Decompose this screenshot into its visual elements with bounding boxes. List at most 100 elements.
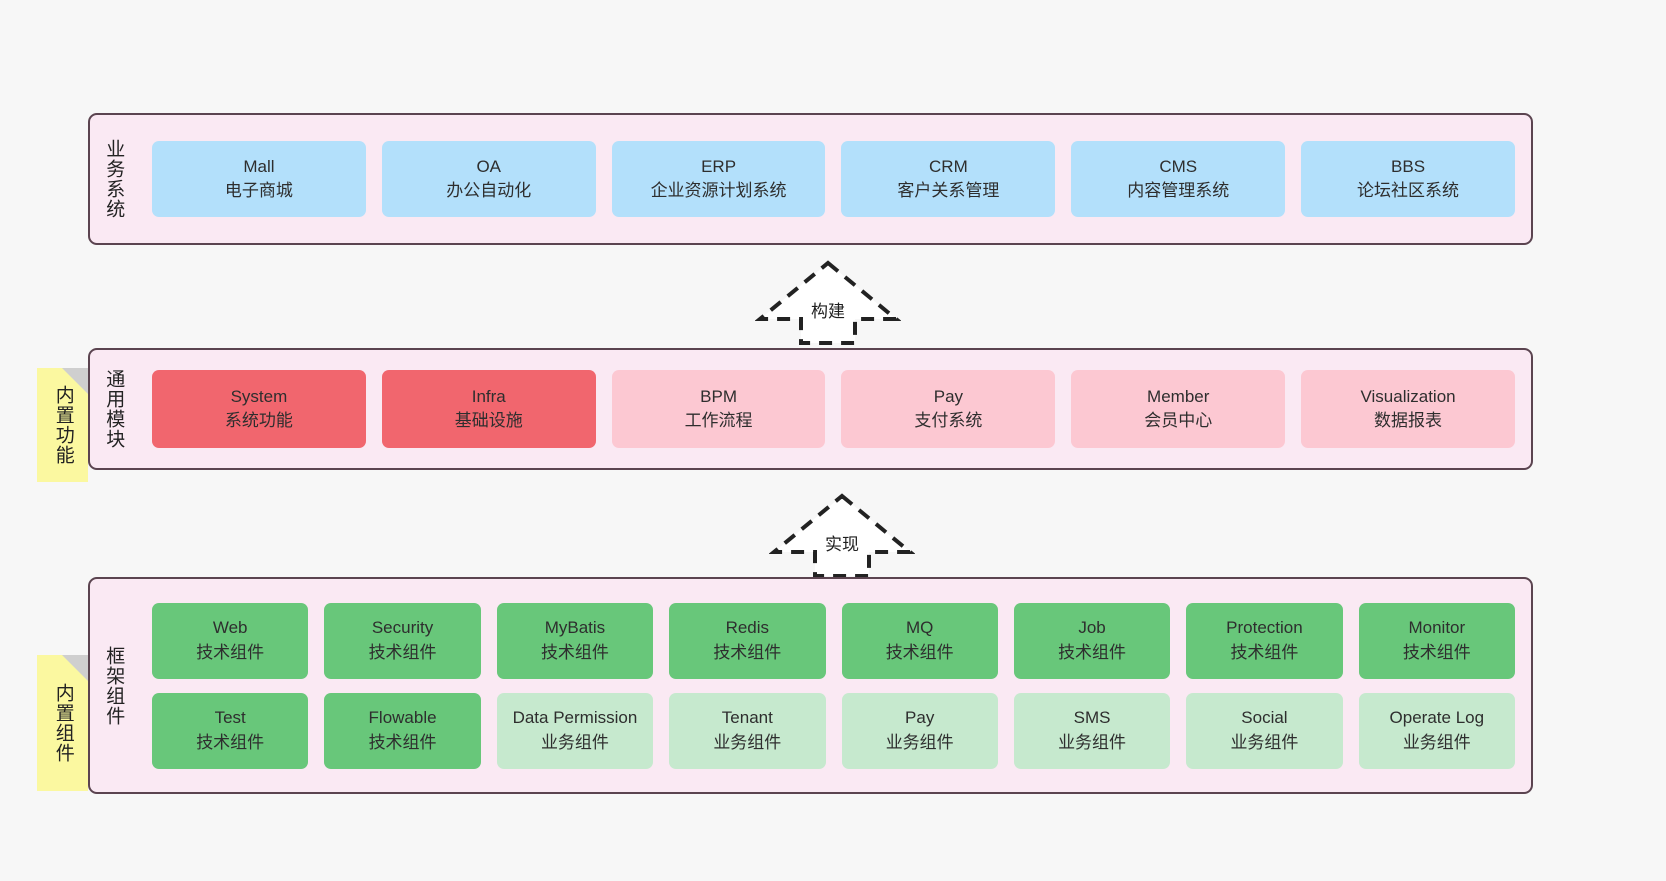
- card-subtitle: 技术组件: [540, 642, 609, 662]
- card-subtitle: 办公自动化: [446, 181, 532, 200]
- card-redis[interactable]: Redis 技术组件: [669, 602, 826, 679]
- card-cms[interactable]: CMS 内容管理系统: [1071, 141, 1286, 217]
- card-subtitle: 业务组件: [1402, 732, 1471, 752]
- layer-framework-component: 框架组件 Web 技术组件 Security 技术组件 MyBatis 技术组件…: [88, 577, 1533, 794]
- card-subtitle: 论坛社区系统: [1357, 181, 1460, 200]
- framework-component-row-business: Test 技术组件 Flowable 技术组件 Data Permission …: [152, 692, 1515, 769]
- card-infra[interactable]: Infra 基础设施: [381, 370, 596, 448]
- card-subtitle: 企业资源计划系统: [650, 181, 787, 200]
- common-module-row: System 系统功能 Infra 基础设施 BPM 工作流程 Pay 支付系统…: [152, 370, 1515, 448]
- card-sms[interactable]: SMS 业务组件: [1013, 692, 1171, 769]
- card-web[interactable]: Web 技术组件: [152, 602, 309, 679]
- card-title: Member: [1147, 386, 1210, 406]
- card-flowable[interactable]: Flowable 技术组件: [324, 692, 481, 769]
- card-subtitle: 技术组件: [1058, 642, 1127, 662]
- card-title: OA: [476, 156, 502, 176]
- card-title: Visualization: [1360, 386, 1456, 406]
- card-subtitle: 技术组件: [368, 642, 437, 662]
- card-security[interactable]: Security 技术组件: [324, 602, 481, 679]
- card-title: Infra: [471, 386, 506, 406]
- note-text: 内置组件: [52, 683, 74, 763]
- card-system[interactable]: System 系统功能: [152, 370, 366, 448]
- card-title: Mall: [243, 156, 275, 176]
- card-subtitle: 业务组件: [1058, 732, 1127, 752]
- card-title: System: [230, 386, 288, 406]
- card-title: Job: [1078, 618, 1106, 638]
- card-title: Pay: [905, 708, 935, 728]
- card-bbs[interactable]: BBS 论坛社区系统: [1301, 141, 1515, 217]
- card-bpm[interactable]: BPM 工作流程: [611, 370, 826, 448]
- card-title: BBS: [1391, 156, 1426, 176]
- layer-business-system: 业务系统 Mall 电子商城 OA 办公自动化 ERP 企业资源计划系统 CRM…: [88, 113, 1533, 245]
- card-title: MyBatis: [544, 618, 606, 638]
- card-mq[interactable]: MQ 技术组件: [841, 602, 998, 679]
- implement-arrow-shape: [769, 493, 915, 578]
- card-title: Redis: [725, 618, 770, 638]
- layer-title-framework-component: 框架组件: [103, 645, 125, 726]
- framework-component-row-technical: Web 技术组件 Security 技术组件 MyBatis 技术组件 Redi…: [152, 602, 1515, 679]
- card-title: BPM: [700, 386, 737, 406]
- card-subtitle: 技术组件: [196, 642, 265, 662]
- card-title: Data Permission: [512, 708, 638, 728]
- card-job[interactable]: Job 技术组件: [1013, 602, 1171, 679]
- note-builtin-component: 内置组件: [37, 655, 88, 791]
- card-subtitle: 数据报表: [1374, 411, 1443, 430]
- layer-body-framework-component: Web 技术组件 Security 技术组件 MyBatis 技术组件 Redi…: [136, 579, 1531, 792]
- card-pay-module[interactable]: Pay 支付系统: [841, 370, 1056, 448]
- connector-implement: 实现: [769, 492, 915, 578]
- card-operate-log[interactable]: Operate Log 业务组件: [1358, 692, 1515, 769]
- card-tenant[interactable]: Tenant 业务组件: [669, 692, 826, 769]
- card-erp[interactable]: ERP 企业资源计划系统: [611, 141, 826, 217]
- card-subtitle: 技术组件: [1402, 642, 1471, 662]
- card-subtitle: 技术组件: [885, 642, 954, 662]
- card-title: Protection: [1226, 618, 1303, 638]
- card-subtitle: 会员中心: [1144, 411, 1213, 430]
- card-subtitle: 客户关系管理: [897, 181, 1000, 200]
- card-subtitle: 工作流程: [684, 411, 753, 430]
- card-visualization[interactable]: Visualization 数据报表: [1301, 370, 1515, 448]
- card-social[interactable]: Social 业务组件: [1186, 692, 1343, 769]
- card-subtitle: 技术组件: [196, 732, 265, 752]
- card-crm[interactable]: CRM 客户关系管理: [841, 141, 1056, 217]
- layer-body-business-system: Mall 电子商城 OA 办公自动化 ERP 企业资源计划系统 CRM 客户关系…: [136, 115, 1531, 243]
- card-title: Tenant: [721, 708, 773, 728]
- card-mybatis[interactable]: MyBatis 技术组件: [496, 602, 654, 679]
- card-title: CRM: [929, 156, 968, 176]
- card-subtitle: 技术组件: [713, 642, 782, 662]
- card-title: SMS: [1073, 708, 1111, 728]
- card-test[interactable]: Test 技术组件: [152, 692, 309, 769]
- card-subtitle: 基础设施: [454, 411, 523, 430]
- card-title: Social: [1241, 708, 1288, 728]
- card-subtitle: 支付系统: [914, 411, 983, 430]
- card-oa[interactable]: OA 办公自动化: [381, 141, 596, 217]
- business-system-row: Mall 电子商城 OA 办公自动化 ERP 企业资源计划系统 CRM 客户关系…: [152, 141, 1515, 217]
- card-subtitle: 业务组件: [713, 732, 782, 752]
- card-title: Test: [214, 708, 246, 728]
- card-title: Operate Log: [1389, 708, 1485, 728]
- card-mall[interactable]: Mall 电子商城: [152, 141, 366, 217]
- card-subtitle: 技术组件: [368, 732, 437, 752]
- card-member[interactable]: Member 会员中心: [1071, 370, 1286, 448]
- card-pay-component[interactable]: Pay 业务组件: [841, 692, 998, 769]
- card-protection[interactable]: Protection 技术组件: [1186, 602, 1343, 679]
- card-data-permission[interactable]: Data Permission 业务组件: [496, 692, 654, 769]
- note-builtin-function: 内置功能: [37, 368, 88, 482]
- layer-title-common-module: 通用模块: [103, 369, 125, 449]
- layer-common-module: 通用模块 System 系统功能 Infra 基础设施 BPM 工作流程 Pay…: [88, 348, 1533, 470]
- card-subtitle: 业务组件: [885, 732, 954, 752]
- card-title: Web: [212, 618, 248, 638]
- card-monitor[interactable]: Monitor 技术组件: [1358, 602, 1515, 679]
- card-title: MQ: [905, 618, 934, 638]
- card-title: CMS: [1159, 156, 1198, 176]
- card-title: Monitor: [1408, 618, 1466, 638]
- card-subtitle: 业务组件: [540, 732, 609, 752]
- card-subtitle: 电子商城: [224, 181, 293, 200]
- card-title: Security: [371, 618, 434, 638]
- build-arrow-shape: [755, 260, 901, 345]
- card-title: ERP: [701, 156, 737, 176]
- card-title: Pay: [933, 386, 964, 406]
- card-subtitle: 内容管理系统: [1127, 181, 1230, 200]
- card-title: Flowable: [368, 708, 437, 728]
- card-subtitle: 技术组件: [1230, 642, 1299, 662]
